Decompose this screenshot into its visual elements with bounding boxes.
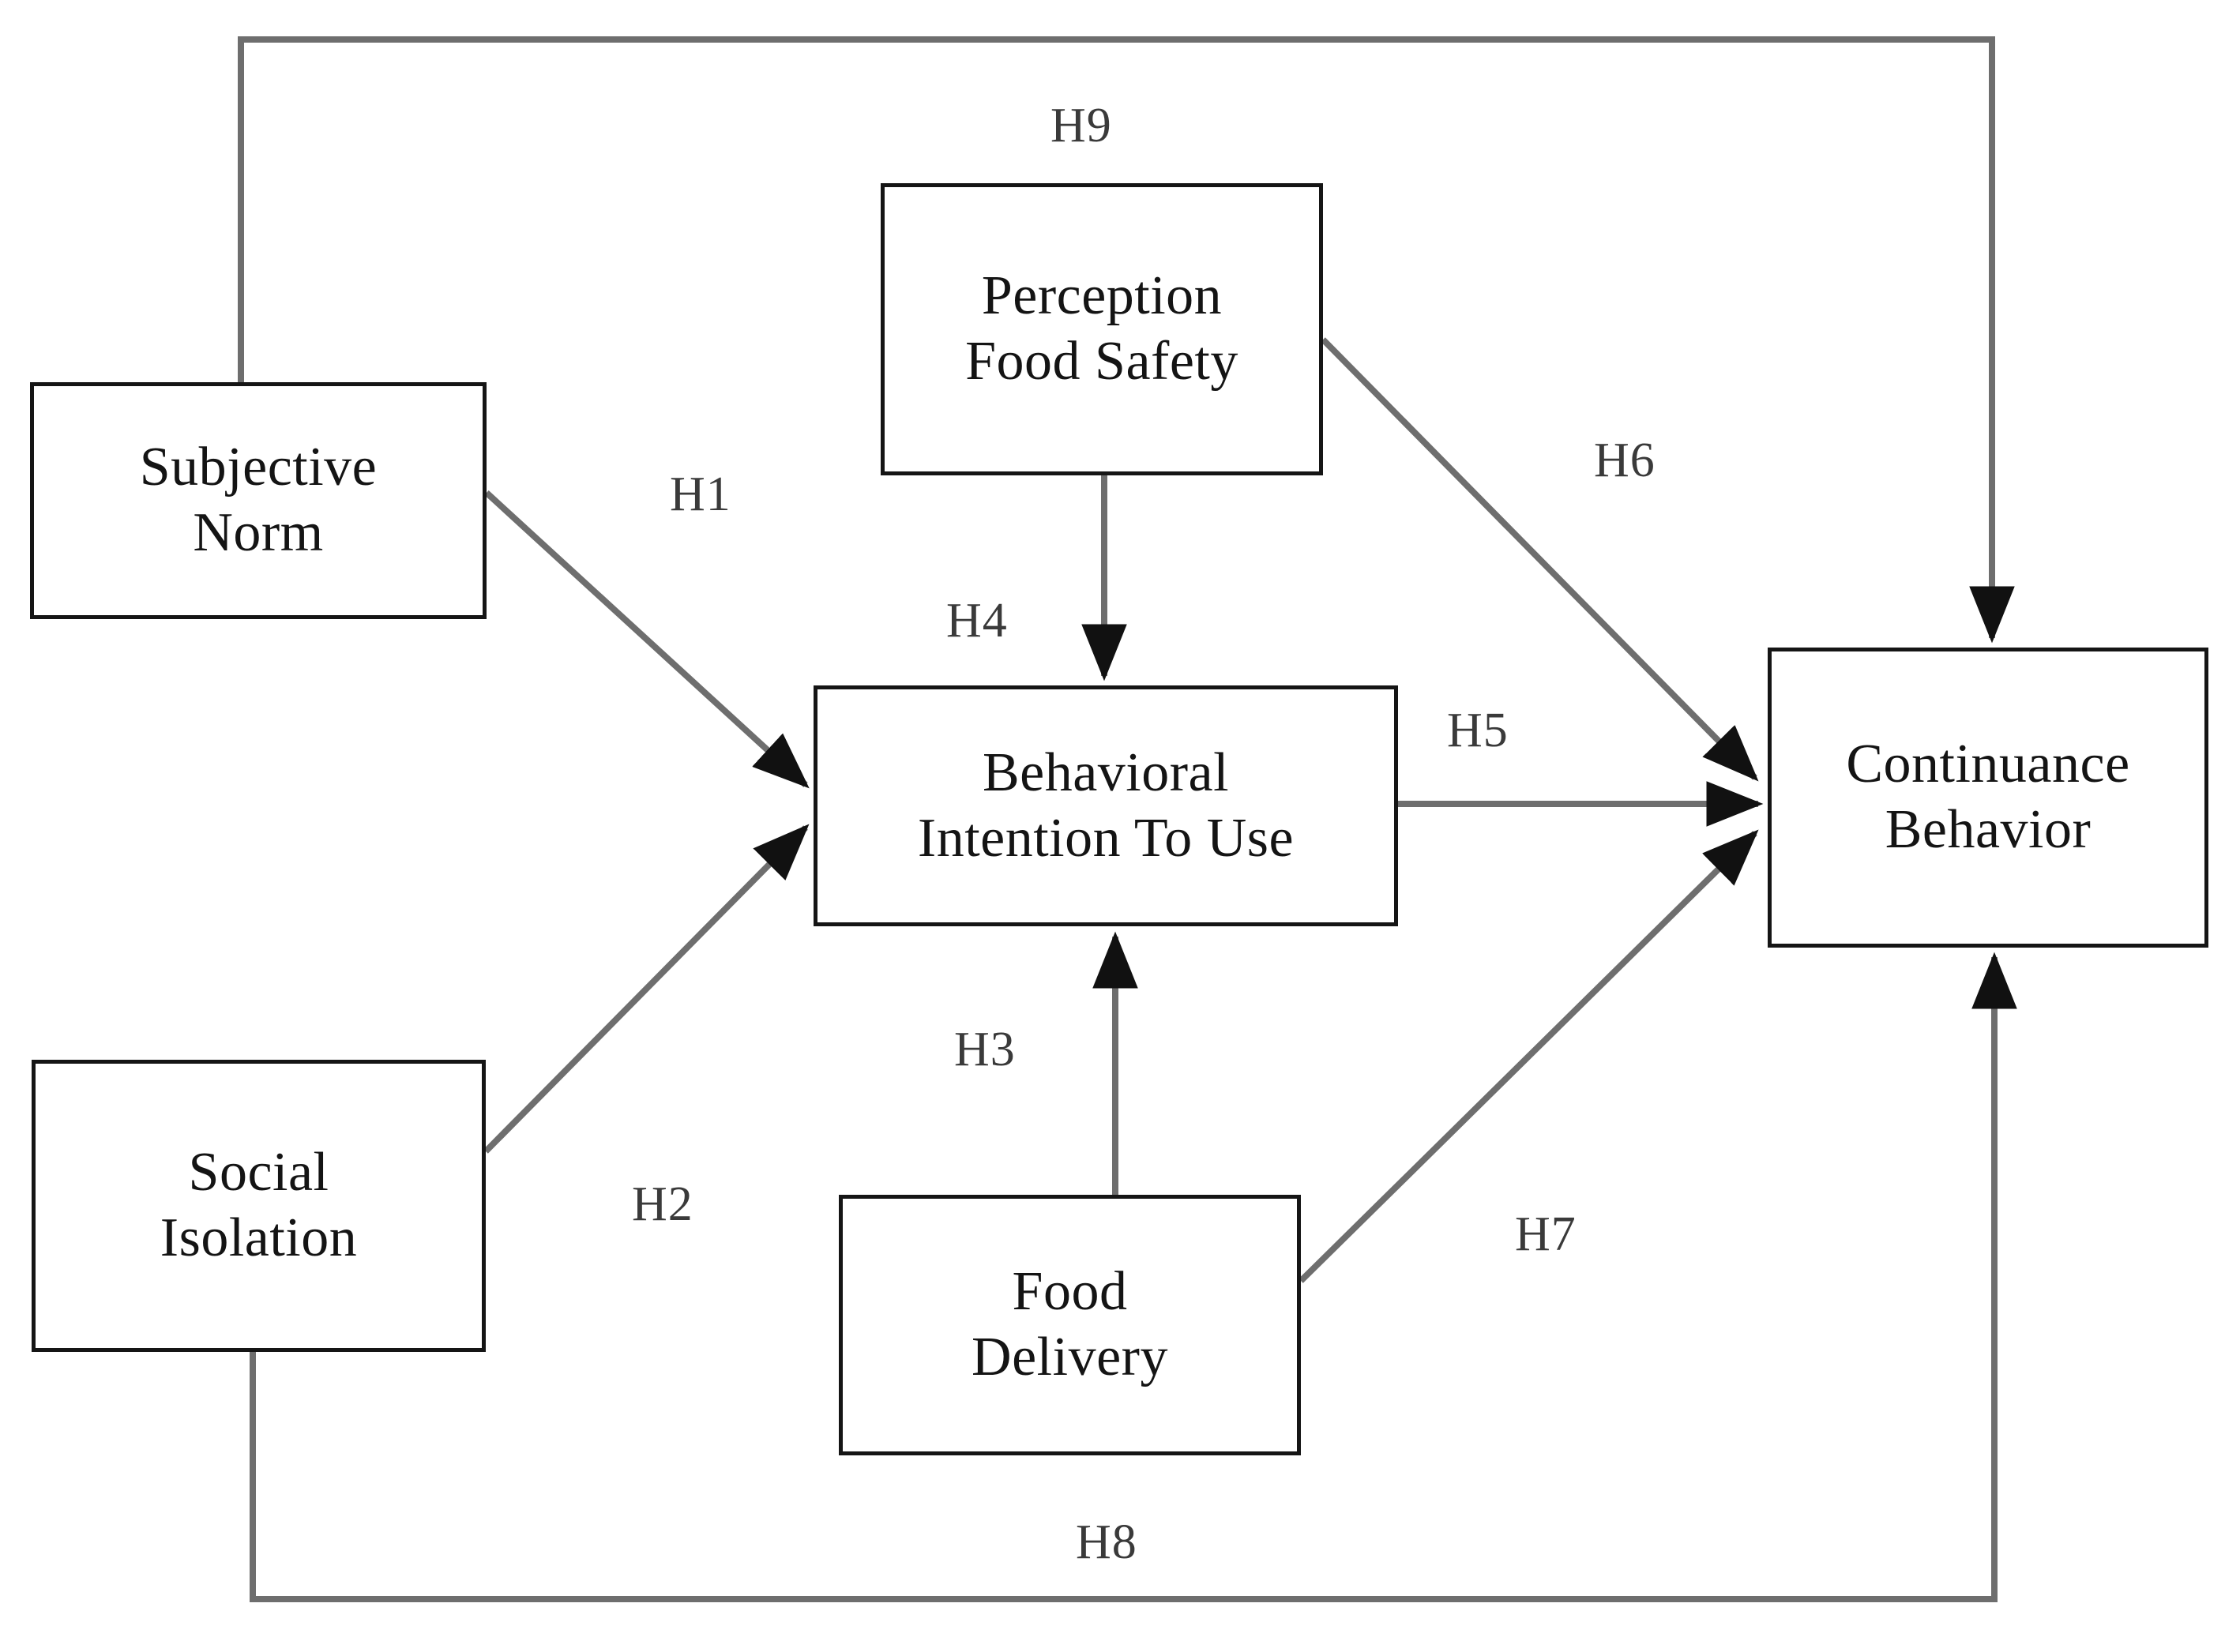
node-food-delivery[interactable]: Food Delivery	[839, 1195, 1301, 1455]
hypothesis-label-h5: H5	[1447, 704, 1509, 757]
hypothesis-label-h2: H2	[632, 1177, 693, 1231]
hypothesis-label-h3: H3	[954, 1023, 1016, 1076]
node-social-isolation-line1: Social	[188, 1142, 329, 1203]
node-perception-food-safety[interactable]: Perception Food Safety	[881, 183, 1323, 475]
hypothesis-label-h4: H4	[946, 594, 1008, 648]
connector-h1	[484, 490, 810, 789]
hypothesis-label-h9: H9	[1050, 99, 1112, 152]
node-behavioral-intention-line2: Intention To Use	[917, 807, 1295, 869]
connector-h9	[238, 36, 2015, 644]
connector-h2	[483, 824, 810, 1154]
node-perception-food-safety-line2: Food Safety	[965, 331, 1238, 392]
connector-h7	[1299, 829, 1759, 1283]
node-behavioral-intention-to-use[interactable]: Behavioral Intention To Use	[814, 685, 1398, 926]
node-behavioral-intention-line1: Behavioral	[982, 742, 1230, 803]
connector-h8	[250, 952, 2017, 1602]
node-subjective-norm-line2: Norm	[193, 502, 324, 563]
node-subjective-norm[interactable]: Subjective Norm	[30, 382, 487, 619]
node-food-delivery-line1: Food	[1012, 1261, 1128, 1323]
node-subjective-norm-line1: Subjective	[139, 437, 378, 498]
hypothesis-label-h7: H7	[1515, 1207, 1577, 1261]
node-continuance-behavior-line2: Behavior	[1885, 799, 2092, 860]
hypothesis-label-h6: H6	[1594, 434, 1656, 487]
node-continuance-behavior-line1: Continuance	[1846, 734, 2130, 795]
node-perception-food-safety-line1: Perception	[981, 265, 1223, 327]
hypothesis-label-h8: H8	[1076, 1515, 1137, 1569]
connector-h6	[1321, 337, 1759, 782]
hypothesis-label-h1: H1	[670, 467, 731, 521]
node-social-isolation[interactable]: Social Isolation	[32, 1060, 486, 1352]
node-food-delivery-line2: Delivery	[972, 1327, 1168, 1387]
node-social-isolation-line2: Isolation	[160, 1207, 358, 1268]
node-continuance-behavior[interactable]: Continuance Behavior	[1768, 648, 2208, 948]
